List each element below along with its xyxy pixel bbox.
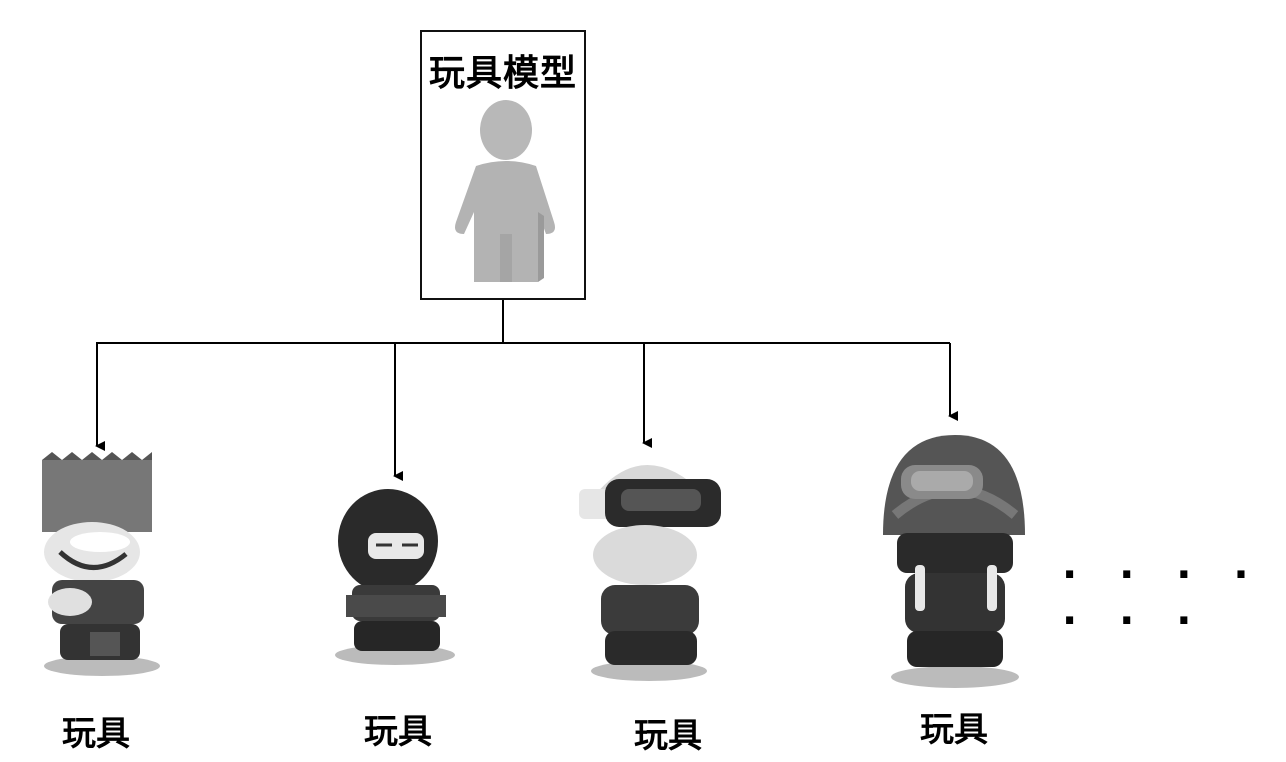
toy-model-box: 玩具模型 [420, 30, 586, 300]
ninja-mask-toy-figure [335, 489, 455, 665]
helmet-toy-figure [883, 435, 1025, 688]
toy-label-3: 玩具 [634, 716, 702, 756]
more-indicator: · · · · · · · [1062, 552, 1263, 644]
person-silhouette-icon [455, 100, 555, 282]
crown-hat-toy-figure [42, 452, 160, 676]
toy-label-1: 玩具 [62, 714, 130, 754]
toy-label-4: 玩具 [920, 710, 988, 750]
model-title: 玩具模型 [428, 53, 577, 94]
toy-label-2: 玩具 [364, 712, 432, 752]
goggles-toy-figure [579, 465, 721, 681]
